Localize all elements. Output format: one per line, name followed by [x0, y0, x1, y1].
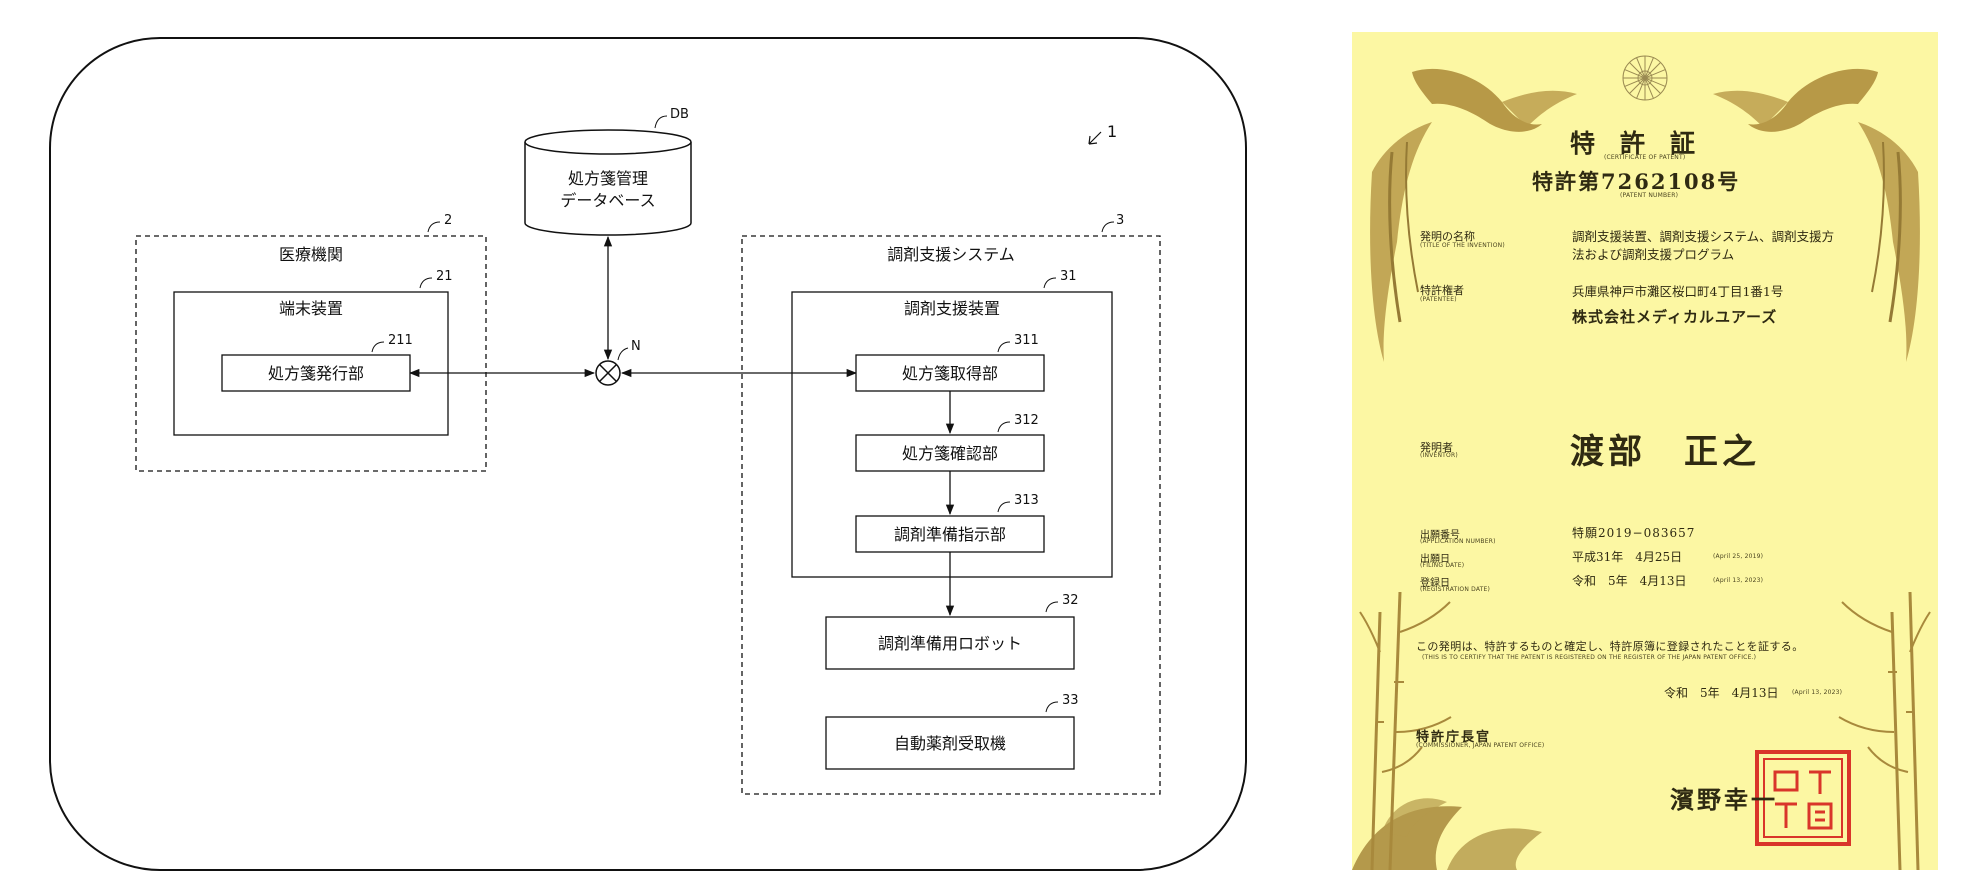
chrysanthemum-crest-icon	[1623, 56, 1667, 100]
prescription-issuer-label: 処方箋発行部	[268, 364, 364, 383]
certification-statement: この発明は、特許するものと確定し、特許原簿に登録されたことを証する。	[1416, 638, 1804, 654]
preparation-robot-ref: 32	[1062, 593, 1079, 608]
database-label-line2: データベース	[560, 191, 655, 210]
invention-title-line1: 調剤支援装置、調剤支援システム、調剤支援方	[1572, 226, 1834, 245]
prescription-checker-ref-leader	[998, 422, 1010, 432]
database-label-line1: 処方箋管理	[568, 169, 648, 188]
commissioner-label-en: (COMMISSIONER, JAPAN PATENT OFFICE)	[1416, 742, 1544, 749]
medical-institution-ref: 2	[444, 213, 452, 228]
medicine-receiver-ref-leader	[1046, 702, 1058, 712]
support-system-box	[742, 236, 1160, 794]
medicine-receiver-ref: 33	[1062, 693, 1079, 708]
preparation-robot-ref-leader	[1046, 602, 1058, 612]
inventor-name: 渡部 正之	[1570, 424, 1760, 473]
inventor-label-en: (INVENTOR)	[1420, 452, 1458, 459]
phoenix-left-icon	[1370, 69, 1577, 362]
patentee-label-en: (PATENTEE)	[1420, 296, 1457, 303]
foliage-bottom-icon	[1352, 798, 1542, 870]
prescription-checker-label: 処方箋確認部	[902, 444, 998, 463]
issue-date-en: (April 13, 2023)	[1792, 689, 1842, 696]
patent-system-diagram: 1 処方箋管理 データベース DB N 医療機関 2 端末装置 21 処方箋発行…	[0, 0, 1300, 892]
filing-date-en: (April 25, 2019)	[1713, 553, 1763, 560]
application-number-label-en: (APPLICATION NUMBER)	[1420, 538, 1496, 545]
invention-title-label-en: (TITLE OF THE INVENTION)	[1420, 242, 1505, 249]
application-number: 特願2019−083657	[1572, 524, 1695, 541]
support-system-ref: 3	[1116, 213, 1124, 228]
prescription-acquirer-ref: 311	[1014, 333, 1039, 348]
medical-institution-box	[136, 236, 486, 471]
bamboo-right-icon	[1839, 592, 1930, 870]
prescription-checker-ref: 312	[1014, 413, 1039, 428]
support-device-title: 調剤支援装置	[904, 299, 1000, 318]
medicine-receiver-label: 自動薬剤受取機	[894, 734, 1006, 753]
prescription-acquirer-ref-leader	[998, 342, 1010, 352]
preparation-robot-label: 調剤準備用ロボット	[878, 634, 1022, 653]
support-device-ref-leader	[1044, 278, 1056, 288]
registration-date-label-en: (REGISTRATION DATE)	[1420, 586, 1490, 593]
prescription-acquirer-label: 処方箋取得部	[902, 364, 998, 383]
registration-date: 令和 5年 4月13日	[1572, 572, 1687, 589]
certificate-title-en: (CERTIFICATE OF PATENT)	[1604, 154, 1685, 161]
network-node	[596, 361, 620, 385]
issue-date: 令和 5年 4月13日	[1664, 684, 1779, 701]
patentee-address: 兵庫県神戸市灘区桜口町4丁目1番1号	[1572, 281, 1783, 300]
network-ref-leader	[618, 348, 628, 360]
terminal-device-title: 端末装置	[279, 299, 343, 318]
prescription-issuer-ref-leader	[372, 342, 384, 352]
preparation-instructor-label: 調剤準備指示部	[894, 525, 1006, 544]
network-ref: N	[631, 339, 641, 354]
patent-number-en: (PATENT NUMBER)	[1620, 192, 1678, 199]
system-ref: 1	[1107, 122, 1117, 141]
prescription-issuer-ref: 211	[388, 333, 413, 348]
database-ref-leader	[655, 116, 667, 128]
database: 処方箋管理 データベース	[525, 130, 691, 235]
patentee-name: 株式会社メディカルユアーズ	[1572, 306, 1777, 327]
preparation-instructor-ref-leader	[998, 502, 1010, 512]
support-device-ref: 31	[1060, 269, 1077, 284]
certification-statement-en: (THIS IS TO CERTIFY THAT THE PATENT IS R…	[1422, 654, 1756, 661]
terminal-device-ref-leader	[420, 278, 432, 288]
terminal-device-ref: 21	[436, 269, 453, 284]
support-system-title: 調剤支援システム	[887, 245, 1015, 264]
commissioner-signature: 濱野幸一	[1670, 780, 1778, 815]
filing-date-label-en: (FILING DATE)	[1420, 562, 1464, 569]
medical-institution-ref-leader	[428, 222, 440, 232]
filing-date: 平成31年 4月25日	[1572, 548, 1682, 565]
support-system-ref-leader	[1102, 222, 1114, 232]
registration-date-en: (April 13, 2023)	[1713, 577, 1763, 584]
patent-certificate: 特 許 証 (CERTIFICATE OF PATENT) 特許第7262108…	[1352, 32, 1938, 870]
preparation-instructor-ref: 313	[1014, 493, 1039, 508]
invention-title-line2: 法および調剤支援プログラム	[1572, 244, 1734, 263]
system-ref-leader	[1089, 132, 1101, 144]
medical-institution-title: 医療機関	[279, 245, 343, 264]
database-ref: DB	[670, 107, 689, 122]
